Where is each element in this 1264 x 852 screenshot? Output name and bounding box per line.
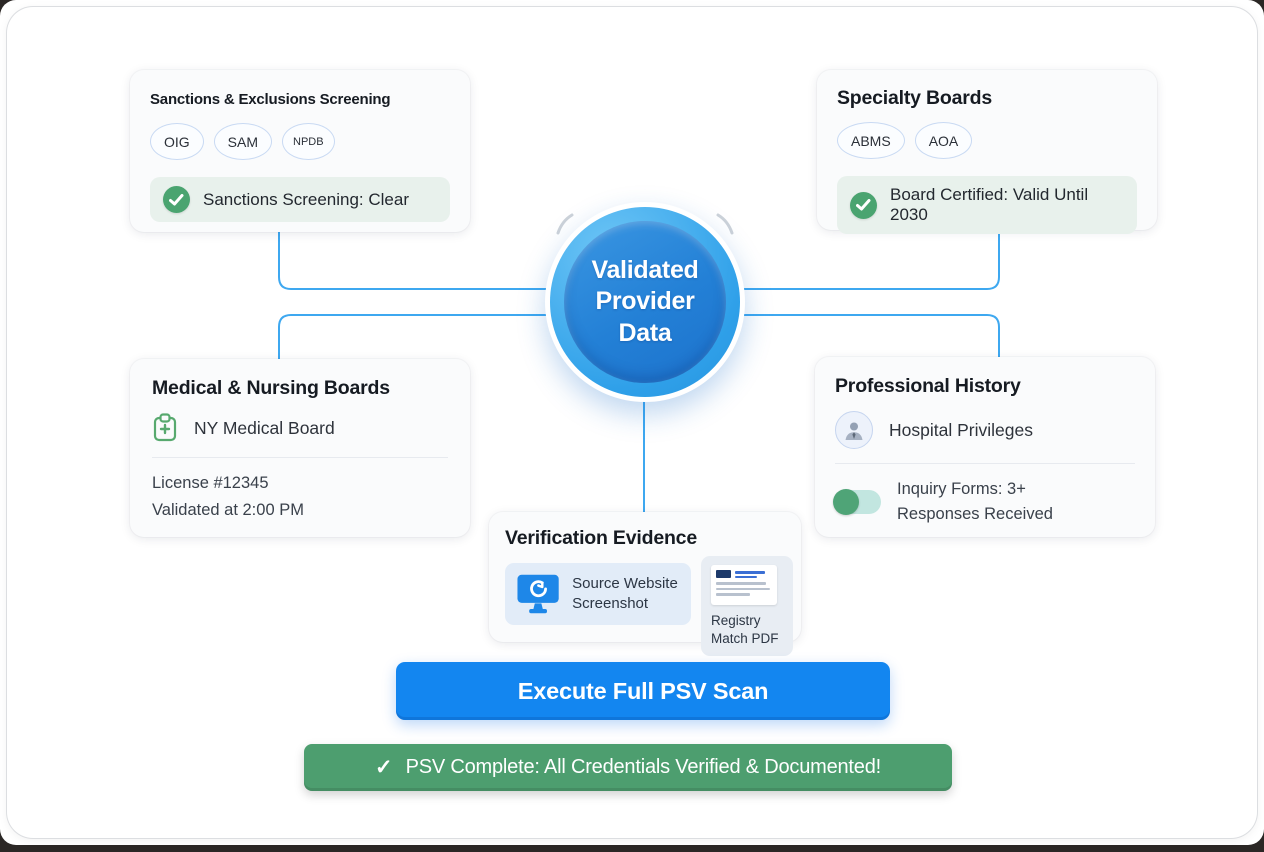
inquiry-row: Inquiry Forms: 3+ Responses Received xyxy=(833,477,1135,527)
specialty-status: Board Certified: Valid Until 2030 xyxy=(837,176,1137,234)
check-icon xyxy=(850,191,877,219)
hub-label: Validated Provider Data xyxy=(591,255,699,347)
history-item-row: Hospital Privileges xyxy=(835,411,1135,449)
pill-abms: ABMS xyxy=(837,122,905,159)
connector-hub-to-history xyxy=(730,314,1000,358)
diagram-canvas: Sanctions & Exclusions Screening OIG SAM… xyxy=(7,7,1257,838)
person-avatar-icon xyxy=(835,411,873,449)
specialty-status-text: Board Certified: Valid Until 2030 xyxy=(890,185,1089,224)
sanctions-status: Sanctions Screening: Clear xyxy=(150,177,450,222)
medical-source-row: NY Medical Board xyxy=(152,413,448,443)
screenshot-label: Source Website Screenshot xyxy=(572,574,678,612)
connector-specialty-to-hub xyxy=(730,228,1000,290)
specialty-sources: ABMS AOA xyxy=(837,122,1137,159)
inquiry-text: Inquiry Forms: 3+ Responses Received xyxy=(897,480,1053,523)
card-title: Sanctions & Exclusions Screening xyxy=(150,91,391,108)
monitor-screenshot-icon xyxy=(517,574,559,614)
pill-oig: OIG xyxy=(150,123,204,160)
card-sanctions-screening: Sanctions & Exclusions Screening OIG SAM… xyxy=(130,70,470,232)
pill-sam: SAM xyxy=(213,123,273,160)
inquiry-toggle[interactable] xyxy=(833,488,881,515)
banner-check-icon: ✓ xyxy=(374,756,393,779)
card-title: Medical & Nursing Boards xyxy=(152,377,390,399)
hub-validated-provider-data: Validated Provider Data xyxy=(545,202,745,402)
evidence-tiles: Source Website Screenshot Registry Match… xyxy=(505,556,793,657)
clipboard-medical-icon xyxy=(153,413,177,442)
registry-pdf-tile[interactable]: Registry Match PDF xyxy=(701,556,793,657)
execute-psv-scan-button[interactable]: Execute Full PSV Scan xyxy=(396,662,890,720)
card-specialty-boards: Specialty Boards ABMS AOA Board Certifie… xyxy=(817,70,1157,234)
connector-sanctions-to-hub xyxy=(278,231,560,290)
divider xyxy=(152,457,448,458)
sanctions-sources: OIG SAM NPDB xyxy=(150,123,450,160)
history-item-name: Hospital Privileges xyxy=(889,419,1033,440)
pill-npdb: NPDB xyxy=(282,123,335,160)
medical-details: License #12345 Validated at 2:00 PM xyxy=(152,470,448,524)
pdf-label: Registry Match PDF xyxy=(711,613,779,647)
pill-aoa: AOA xyxy=(914,122,973,159)
validated-time: Validated at 2:00 PM xyxy=(152,501,304,520)
hub-spark-left xyxy=(556,213,574,235)
connector-lines xyxy=(278,213,1000,514)
source-screenshot-tile[interactable]: Source Website Screenshot xyxy=(505,563,691,625)
psv-complete-banner: ✓ PSV Complete: All Credentials Verified… xyxy=(304,744,952,791)
toggle-knob xyxy=(833,488,859,515)
card-title: Verification Evidence xyxy=(505,527,697,549)
banner-text: PSV Complete: All Credentials Verified &… xyxy=(405,756,882,778)
card-title: Professional History xyxy=(835,375,1021,397)
card-title: Specialty Boards xyxy=(837,87,993,109)
check-icon xyxy=(163,186,190,213)
card-medical-nursing-boards: Medical & Nursing Boards NY Medical Boar… xyxy=(130,359,470,537)
hub-core: Validated Provider Data xyxy=(564,221,726,383)
pdf-thumbnail xyxy=(711,565,777,605)
medical-source-name: NY Medical Board xyxy=(194,417,335,438)
connector-hub-to-medical xyxy=(278,314,560,360)
divider xyxy=(835,463,1135,464)
card-verification-evidence: Verification Evidence Source Website Scr… xyxy=(489,512,801,657)
sanctions-status-text: Sanctions Screening: Clear xyxy=(203,189,410,209)
pdf-logo-block xyxy=(716,570,731,578)
hub-spark-right xyxy=(716,213,734,235)
license-number: License #12345 xyxy=(152,474,269,492)
card-professional-history: Professional History Hospital Privileges… xyxy=(815,357,1155,537)
